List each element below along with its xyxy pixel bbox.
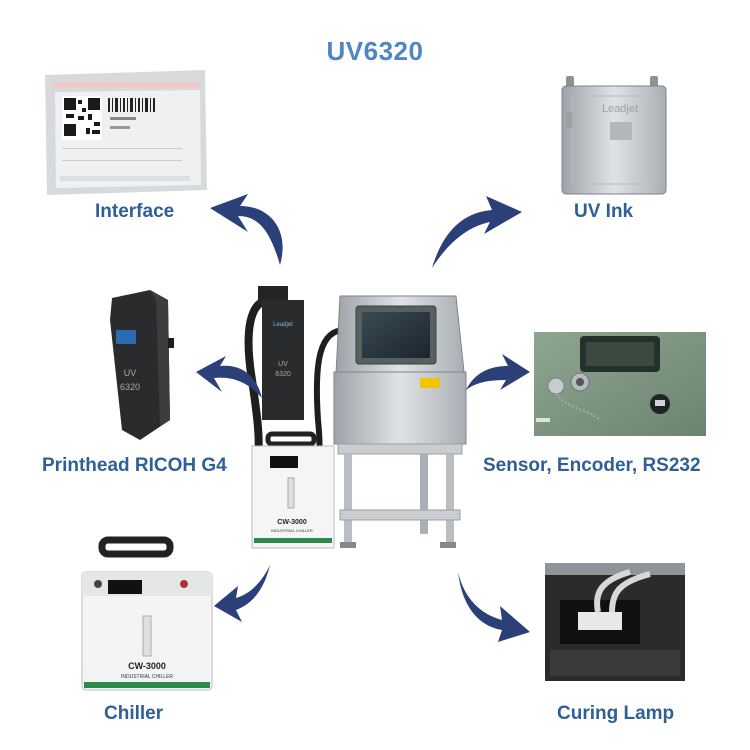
curing-lamp-icon: [545, 563, 685, 681]
arrow-to-chiller: [214, 565, 270, 622]
interface-screenshot-icon: [45, 70, 207, 195]
label-sensor: Sensor, Encoder, RS232: [483, 455, 701, 476]
machine-chiller-model: CW-3000: [277, 519, 307, 526]
chiller-subtitle-text: INDUSTRIAL CHILLER: [121, 674, 173, 680]
label-printhead: Printhead RICOH G4: [42, 455, 227, 476]
svg-text:Leadjet: Leadjet: [602, 103, 638, 115]
arrow-to-uv-ink: [432, 196, 522, 268]
printhead-icon: UV 6320: [110, 290, 174, 440]
machine-chiller-subtitle: INDUSTRIAL CHILLER: [271, 528, 313, 533]
printhead-model-line-2: 6320: [120, 382, 140, 392]
central-machine-icon: Leadjet UV 6320 CW-3000 INDUSTRIAL CHILL…: [244, 286, 467, 549]
label-interface: Interface: [95, 201, 175, 222]
chiller-icon: CW-3000 INDUSTRIAL CHILLER: [81, 536, 213, 691]
machine-model-line-2: 6320: [275, 371, 291, 378]
label-chiller: Chiller: [104, 703, 164, 724]
machine-brand-text: Leadjet: [273, 322, 293, 328]
label-uv-ink: UV Ink: [574, 201, 634, 222]
chiller-model-text: CW-3000: [128, 661, 166, 671]
label-curing-lamp: Curing Lamp: [557, 703, 675, 724]
machine-model-line-1: UV: [278, 361, 288, 368]
ink-cartridge-icon: Leadjet: [561, 76, 667, 195]
diagram-title: UV6320: [326, 36, 424, 66]
printhead-model-line-1: UV: [124, 368, 137, 378]
arrow-to-sensor: [466, 354, 530, 390]
arrow-to-printhead: [196, 356, 262, 398]
arrow-to-interface: [210, 194, 283, 265]
arrow-to-curing-lamp: [458, 572, 530, 642]
sensor-panel-icon: [534, 332, 706, 436]
